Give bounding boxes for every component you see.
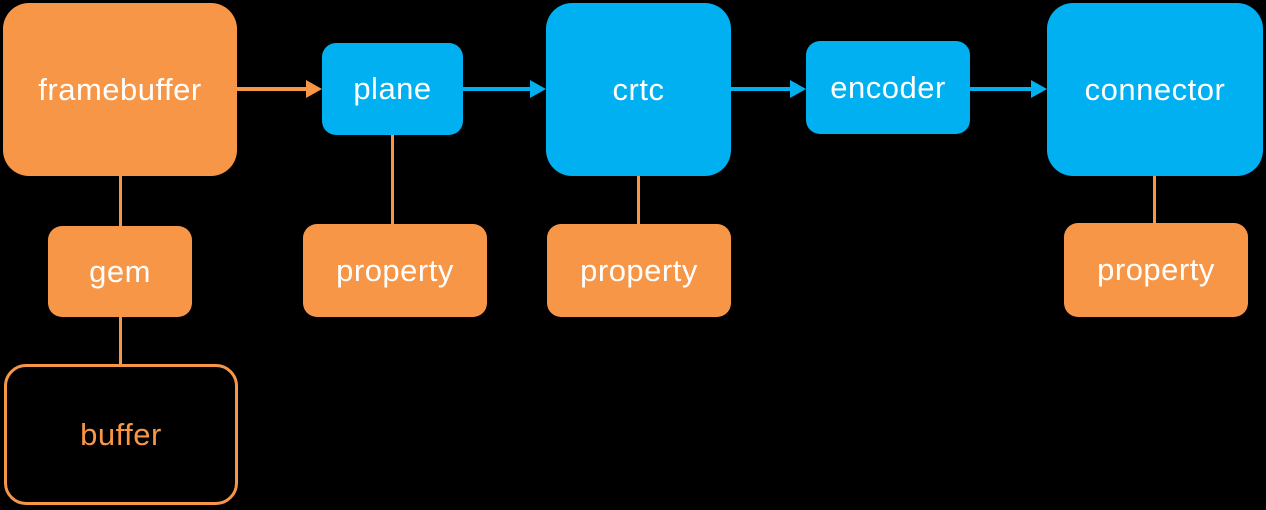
node-plane: plane [322,43,463,135]
arrowhead-icon [790,80,806,98]
arrow-shaft [237,87,309,91]
arrowhead-icon [530,80,546,98]
edge-crtc-property [637,176,640,224]
node-crtc: crtc [546,3,731,176]
arrow-shaft [731,87,793,91]
node-property-connector-label: property [1097,252,1215,287]
node-property-crtc: property [547,224,731,317]
arrowhead-icon [1031,80,1047,98]
node-property-plane: property [303,224,487,317]
node-gem: gem [48,226,192,317]
edge-gem-buffer [119,317,122,366]
node-buffer-label: buffer [80,416,162,452]
arrow-shaft [970,87,1034,91]
edge-connector-property [1153,176,1156,223]
arrow-shaft [463,87,533,91]
node-property-plane-label: property [336,252,454,288]
node-property-crtc-label: property [580,252,698,288]
node-buffer: buffer [4,364,238,505]
arrow-crtc-encoder [731,80,806,98]
node-framebuffer: framebuffer [3,3,237,176]
node-framebuffer-label: framebuffer [38,71,202,107]
node-encoder-label: encoder [830,69,946,105]
node-gem-label: gem [89,253,151,289]
arrowhead-icon [306,80,322,98]
node-connector-label: connector [1084,71,1226,107]
edge-framebuffer-gem [119,176,122,228]
node-encoder: encoder [806,41,970,134]
arrow-plane-crtc [463,80,546,98]
node-crtc-label: crtc [612,71,665,107]
edge-plane-property [391,135,394,224]
arrow-encoder-connector [970,80,1047,98]
arrow-framebuffer-plane [237,80,322,98]
node-connector: connector [1047,3,1263,176]
node-property-connector: property [1064,223,1248,317]
node-plane-label: plane [353,71,432,106]
